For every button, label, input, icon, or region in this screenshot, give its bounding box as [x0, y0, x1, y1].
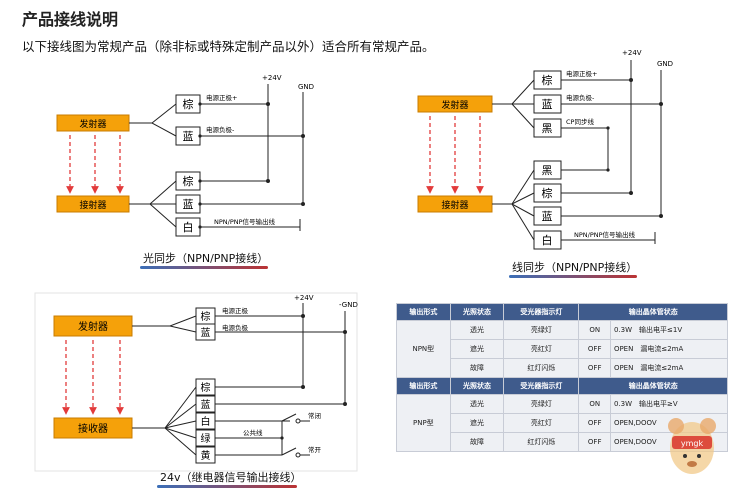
d3-emit-wire-blue: 蓝	[195, 323, 216, 341]
d1-caption-underline	[140, 266, 268, 269]
d1-recv-wire-white: 白	[175, 217, 201, 237]
d1-emit-label-neg: 电源负极-	[206, 125, 235, 134]
d3-light-beams	[62, 340, 124, 415]
table-row: PNP型 透光 亮绿灯 ON 0.3W 输出电平≥V	[396, 394, 729, 452]
svg-text:白: 白	[201, 415, 211, 428]
d2-recv-wire-brown: 棕	[533, 183, 562, 203]
svg-text:黑: 黑	[542, 122, 553, 135]
d1-light-beams	[66, 135, 124, 194]
d3-emit-label-pos: 电源正极	[222, 306, 249, 315]
d1-emitter-label: 发射器	[79, 118, 106, 130]
d3-receiver-label: 接收器	[78, 422, 108, 435]
svg-text:棕: 棕	[542, 186, 553, 200]
d2-receiver-label: 接射器	[441, 199, 468, 211]
d2-caption-underline	[509, 275, 637, 278]
d2-signal-label: NPN/PNP信号输出线	[574, 230, 636, 239]
d2-emit-label-pos: 电源正极+	[566, 69, 597, 78]
svg-text:黑: 黑	[542, 164, 553, 177]
d3-recv-wire-yellow: 黄	[195, 446, 216, 464]
output-state-table: 输出形式 光照状态 受光器指示灯 输出晶体管状态 NPN型 透光 亮绿灯 ON …	[396, 303, 729, 452]
table-header-row: 输出形式 光照状态 受光器指示灯 输出晶体管状态	[396, 377, 728, 395]
d1-emit-wire-brown: 棕	[175, 94, 201, 114]
svg-text:蓝: 蓝	[201, 327, 211, 339]
svg-text:棕: 棕	[183, 97, 194, 111]
table-row: 故障 红灯闪烁 OFF OPEN 漏电流≤2mA	[397, 358, 729, 378]
page-subtitle: 以下接线图为常规产品（除非标或特殊定制产品以外）适合所有常规产品。	[22, 39, 435, 54]
d3-emit-wire-brown: 棕	[195, 307, 216, 325]
page-title: 产品接线说明	[22, 10, 119, 29]
d3-no-label: 常开	[308, 445, 322, 454]
d1-receiver-label: 接射器	[79, 199, 106, 211]
d3-recv-wire-green: 绿	[195, 429, 216, 447]
d2-gnd-label: GND	[657, 60, 673, 68]
d1-recv-wire-blue: 蓝	[175, 194, 201, 214]
d2-caption: 线同步（NPN/PNP接线）	[512, 261, 638, 274]
d3-gnd-label: -GND	[339, 301, 358, 309]
d1-emit-wire-blue: 蓝	[175, 126, 201, 146]
d1-plus24-label: +24V	[262, 74, 282, 82]
svg-text:蓝: 蓝	[542, 210, 553, 223]
svg-text:棕: 棕	[542, 73, 553, 87]
d1-caption: 光同步（NPN/PNP接线）	[143, 252, 269, 265]
d1-receiver: 接射器	[56, 195, 130, 213]
svg-text:蓝: 蓝	[542, 98, 553, 111]
d2-emit-wire-blue: 蓝	[533, 94, 562, 114]
d3-nc-label: 常闭	[308, 411, 321, 420]
d2-emitter-label: 发射器	[441, 99, 468, 111]
svg-text:棕: 棕	[201, 310, 211, 323]
table-header-row: 输出形式 光照状态 受光器指示灯 输出晶体管状态	[396, 303, 728, 321]
d3-emit-label-neg: 电源负极	[222, 323, 249, 332]
table-row: NPN型 透光 亮绿灯 ON 0.3W 输出电平≤1V	[396, 320, 729, 378]
d2-plus24-label: +24V	[622, 49, 642, 57]
d3-emitter-label: 发射器	[78, 320, 108, 333]
svg-text:蓝: 蓝	[183, 198, 194, 211]
watermark-text: ymgk	[681, 439, 704, 448]
svg-text:绿: 绿	[201, 432, 211, 445]
d3-recv-wire-brown: 棕	[195, 378, 216, 396]
table-row: 遮光 亮红灯 OFF OPEN 漏电流≤2mA	[397, 339, 729, 359]
d3-caption: 24v（继电器信号输出接线）	[160, 471, 302, 484]
d1-emit-label-pos: 电源正极+	[206, 93, 237, 102]
d2-recv-wire-white: 白	[533, 230, 562, 250]
svg-text:蓝: 蓝	[183, 130, 194, 143]
d1-signal-label: NPN/PNP信号输出线	[214, 217, 276, 226]
d3-receiver: 接收器	[53, 417, 133, 439]
svg-text:棕: 棕	[201, 381, 211, 394]
svg-text:蓝: 蓝	[201, 399, 211, 411]
d1-gnd-label: GND	[298, 83, 314, 91]
d3-caption-underline	[157, 485, 297, 488]
d1-recv-wire-brown: 棕	[175, 171, 201, 191]
d2-recv-wire-black: 黑	[533, 160, 562, 180]
d2-emitter: 发射器	[417, 95, 493, 113]
d2-recv-wire-blue: 蓝	[533, 206, 562, 226]
d2-emit-label-neg: 电源负极-	[566, 93, 595, 102]
d2-light-beams	[426, 116, 484, 194]
d1-emitter: 发射器	[56, 114, 130, 132]
d2-emit-label-sync: CP同步线	[566, 117, 594, 126]
d2-emit-wire-brown: 棕	[533, 70, 562, 90]
svg-text:黄: 黄	[201, 449, 211, 462]
d2-receiver: 接射器	[417, 195, 493, 213]
svg-text:白: 白	[183, 220, 194, 234]
d3-emitter: 发射器	[53, 315, 133, 337]
d2-emit-wire-black: 黑	[533, 118, 562, 138]
d3-recv-wire-blue: 蓝	[195, 395, 216, 413]
d3-plus24-label: +24V	[294, 294, 314, 302]
d3-recv-wire-white: 白	[195, 412, 216, 430]
watermark-mascot-icon: ymgk	[668, 418, 716, 474]
svg-text:白: 白	[542, 233, 553, 247]
svg-text:棕: 棕	[183, 174, 194, 188]
d3-common-label: 公共线	[243, 428, 263, 437]
